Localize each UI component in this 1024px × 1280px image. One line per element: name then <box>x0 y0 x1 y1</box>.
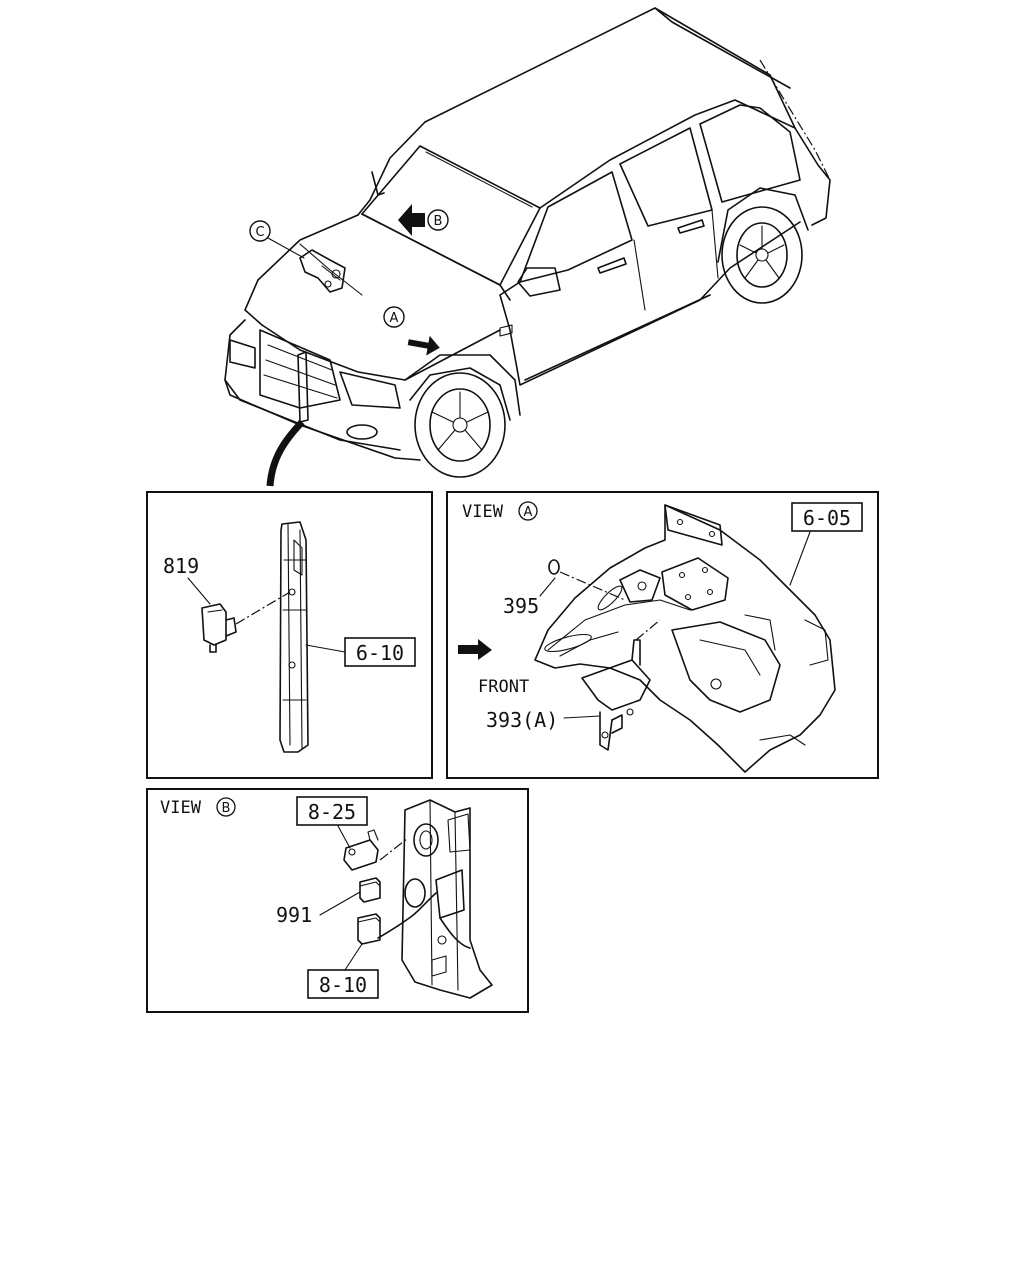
relay-bracket-illustration <box>319 799 493 999</box>
ref-box-8-10 <box>307 969 379 999</box>
ref-box-6-05 <box>791 502 863 532</box>
ref-label-8-10: 8-10 <box>319 973 367 997</box>
part-number-393a: 393(A) <box>486 708 558 732</box>
svg-text:A: A <box>524 505 533 520</box>
front-direction-arrow-icon <box>458 639 492 660</box>
callout-b: B <box>427 209 449 231</box>
svg-text:A: A <box>390 311 399 326</box>
part-number-395: 395 <box>503 594 539 618</box>
ref-box-6-10 <box>344 637 416 667</box>
part-number-991: 991 <box>276 903 312 927</box>
view-b-panel <box>146 788 529 1013</box>
view-b-title-marker <box>216 797 236 817</box>
callout-c: C <box>249 220 271 242</box>
ref-label-6-05: 6-05 <box>803 506 851 530</box>
view-a-panel <box>446 491 879 779</box>
part-number-819: 819 <box>163 554 199 578</box>
ref-box-8-25 <box>296 796 368 826</box>
view-a-arrow-icon <box>407 335 440 356</box>
detail-panel-front-member <box>146 491 433 779</box>
inner-fender-illustration <box>534 504 836 773</box>
ref-label-6-10: 6-10 <box>356 641 404 665</box>
detail-pointer-icon <box>266 419 305 487</box>
ref-label-8-25: 8-25 <box>308 800 356 824</box>
view-a-title-marker <box>518 501 538 521</box>
svg-text:C: C <box>255 225 264 240</box>
view-b-title: VIEW <box>160 798 202 818</box>
vehicle-illustration <box>224 7 831 487</box>
front-label: FRONT <box>478 677 529 697</box>
view-b-arrow-icon <box>398 204 425 236</box>
view-a-title: VIEW <box>462 502 504 522</box>
svg-text:B: B <box>222 801 231 816</box>
front-member-illustration <box>187 521 346 753</box>
callout-a: A <box>383 306 405 328</box>
svg-text:B: B <box>434 214 443 229</box>
